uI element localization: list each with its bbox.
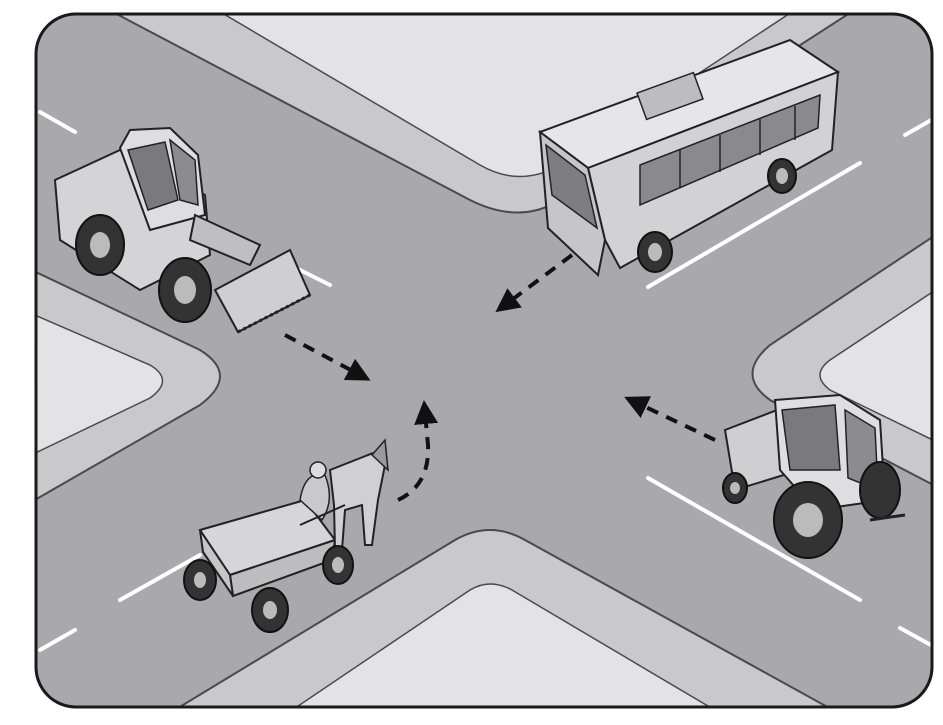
intersection-scene — [0, 0, 943, 725]
intersection-diagram — [0, 0, 943, 725]
